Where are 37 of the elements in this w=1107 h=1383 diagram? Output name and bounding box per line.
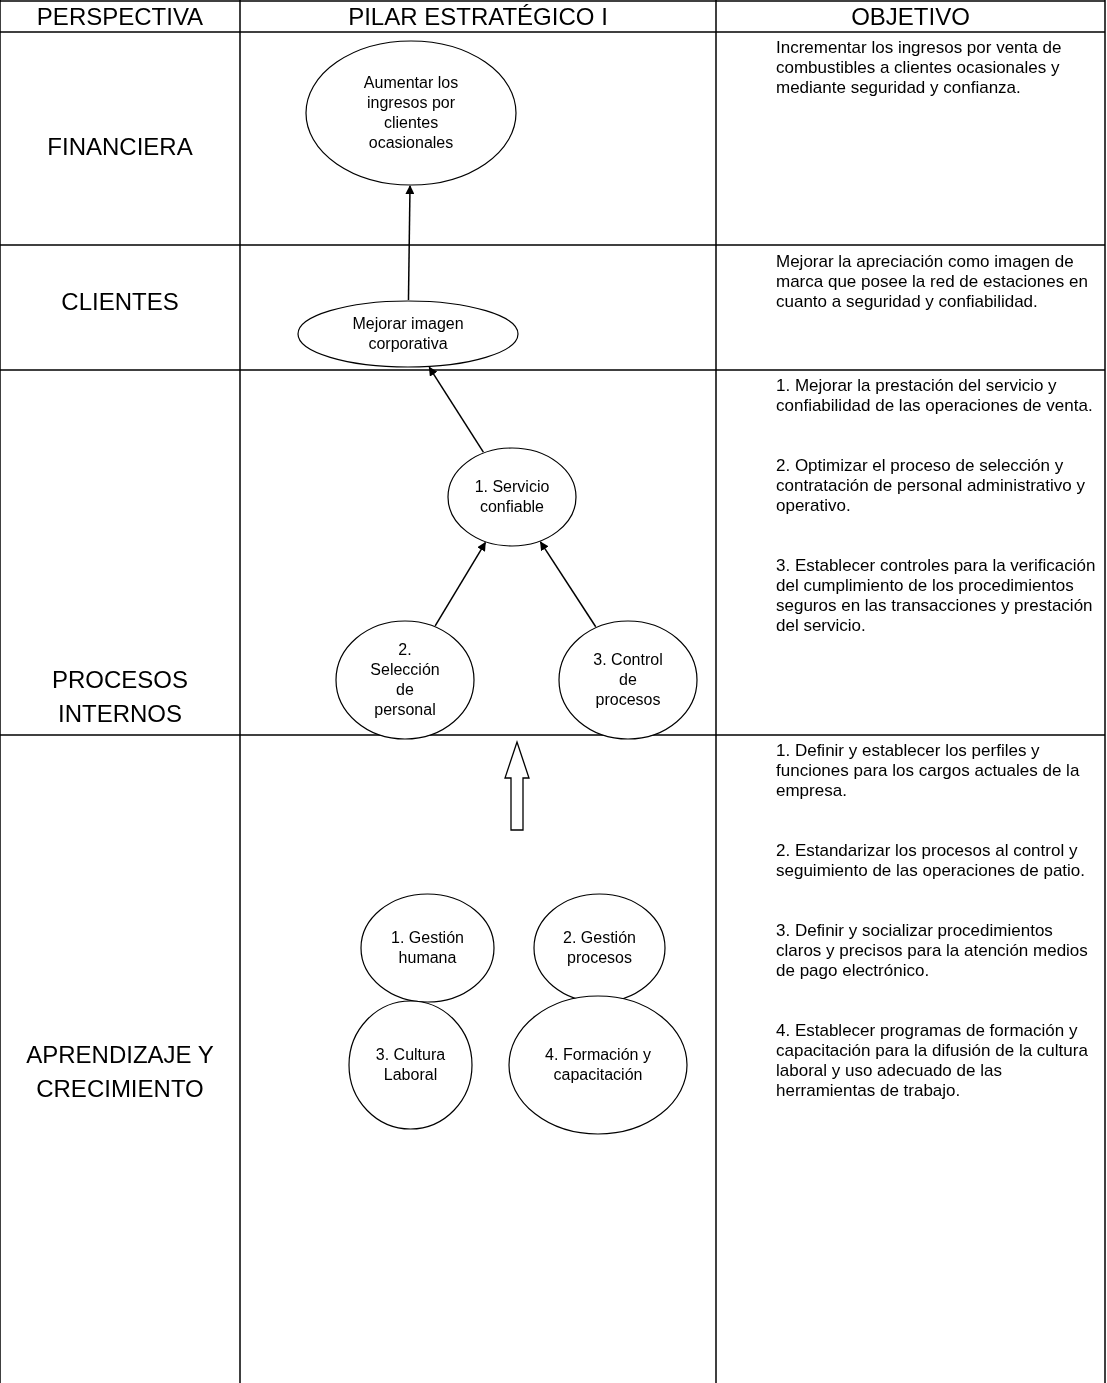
- ellipse-node: [508, 995, 688, 1135]
- node-text: 2. Gestión procesos: [562, 928, 637, 968]
- arrow: [405, 185, 415, 301]
- ellipse-node: [305, 40, 517, 186]
- objective-text: 1. Mejorar la prestación del servicio y confiabilidad de las operaciones de venta.: [776, 376, 1094, 416]
- ellipse-node: [335, 620, 475, 740]
- row-header: CLIENTES: [60, 287, 180, 317]
- node-text: 1. Servicio confiable: [473, 477, 551, 517]
- column-header: PERSPECTIVA: [35, 2, 205, 32]
- ellipse-node: [297, 300, 519, 368]
- node-text: Mejorar imagen corporativa: [351, 314, 465, 354]
- objective-text: Incrementar los ingresos por venta de combustibles a clientes ocasionales y mediante seguridad y confianza.: [776, 38, 1063, 98]
- node-text: Aumentar los ingresos por clientes ocasionales: [362, 73, 460, 153]
- column-header: PILAR ESTRATÉGICO I: [347, 2, 609, 32]
- objective-text: 2. Optimizar el proceso de selección y contratación de personal administrativo y operativo.: [776, 456, 1086, 516]
- objective-text: 3. Definir y socializar procedimientos claros y precisos para la atención medios de pago electrónico.: [776, 921, 1089, 981]
- row-header: APRENDIZAJE Y CRECIMIENTO: [25, 1040, 215, 1104]
- node-text: 4. Formación y capacitación: [544, 1045, 652, 1085]
- column-header: OBJETIVO: [850, 2, 971, 32]
- ellipse-node: [348, 1000, 473, 1130]
- node-text: 3. Control de procesos: [592, 650, 664, 710]
- objective-text: 4. Establecer programas de formación y capacitación para la difusión de la cultura laboral y uso adecuado de las herramientas de trabajo.: [776, 1021, 1089, 1101]
- node-text: 3. Cultura Laboral: [374, 1045, 447, 1085]
- node-text: 1. Gestión humana: [390, 928, 465, 968]
- row-header: PROCESOS INTERNOS: [51, 665, 189, 729]
- arrow: [428, 366, 485, 453]
- objective-text: 1. Definir y establecer los perfiles y funciones para los cargos actuales de la empresa.: [776, 741, 1081, 801]
- ellipse-node: [558, 620, 698, 740]
- objective-text: Mejorar la apreciación como imagen de marca que posee la red de estaciones en cuanto a seguridad y confiabilidad.: [776, 252, 1089, 312]
- objective-text: 2. Estandarizar los procesos al control y seguimiento de las operaciones de patio.: [776, 841, 1087, 881]
- node-text: 2. Selección de personal: [369, 640, 441, 720]
- objective-text: 3. Establecer controles para la verificación del cumplimiento de los procedimientos seguros en las transacciones y prestación del servicio.: [776, 556, 1096, 636]
- ellipse-node: [360, 893, 495, 1003]
- ellipse-node: [447, 447, 577, 547]
- arrow: [434, 541, 487, 627]
- row-header: FINANCIERA: [46, 132, 194, 162]
- arrow: [539, 541, 597, 628]
